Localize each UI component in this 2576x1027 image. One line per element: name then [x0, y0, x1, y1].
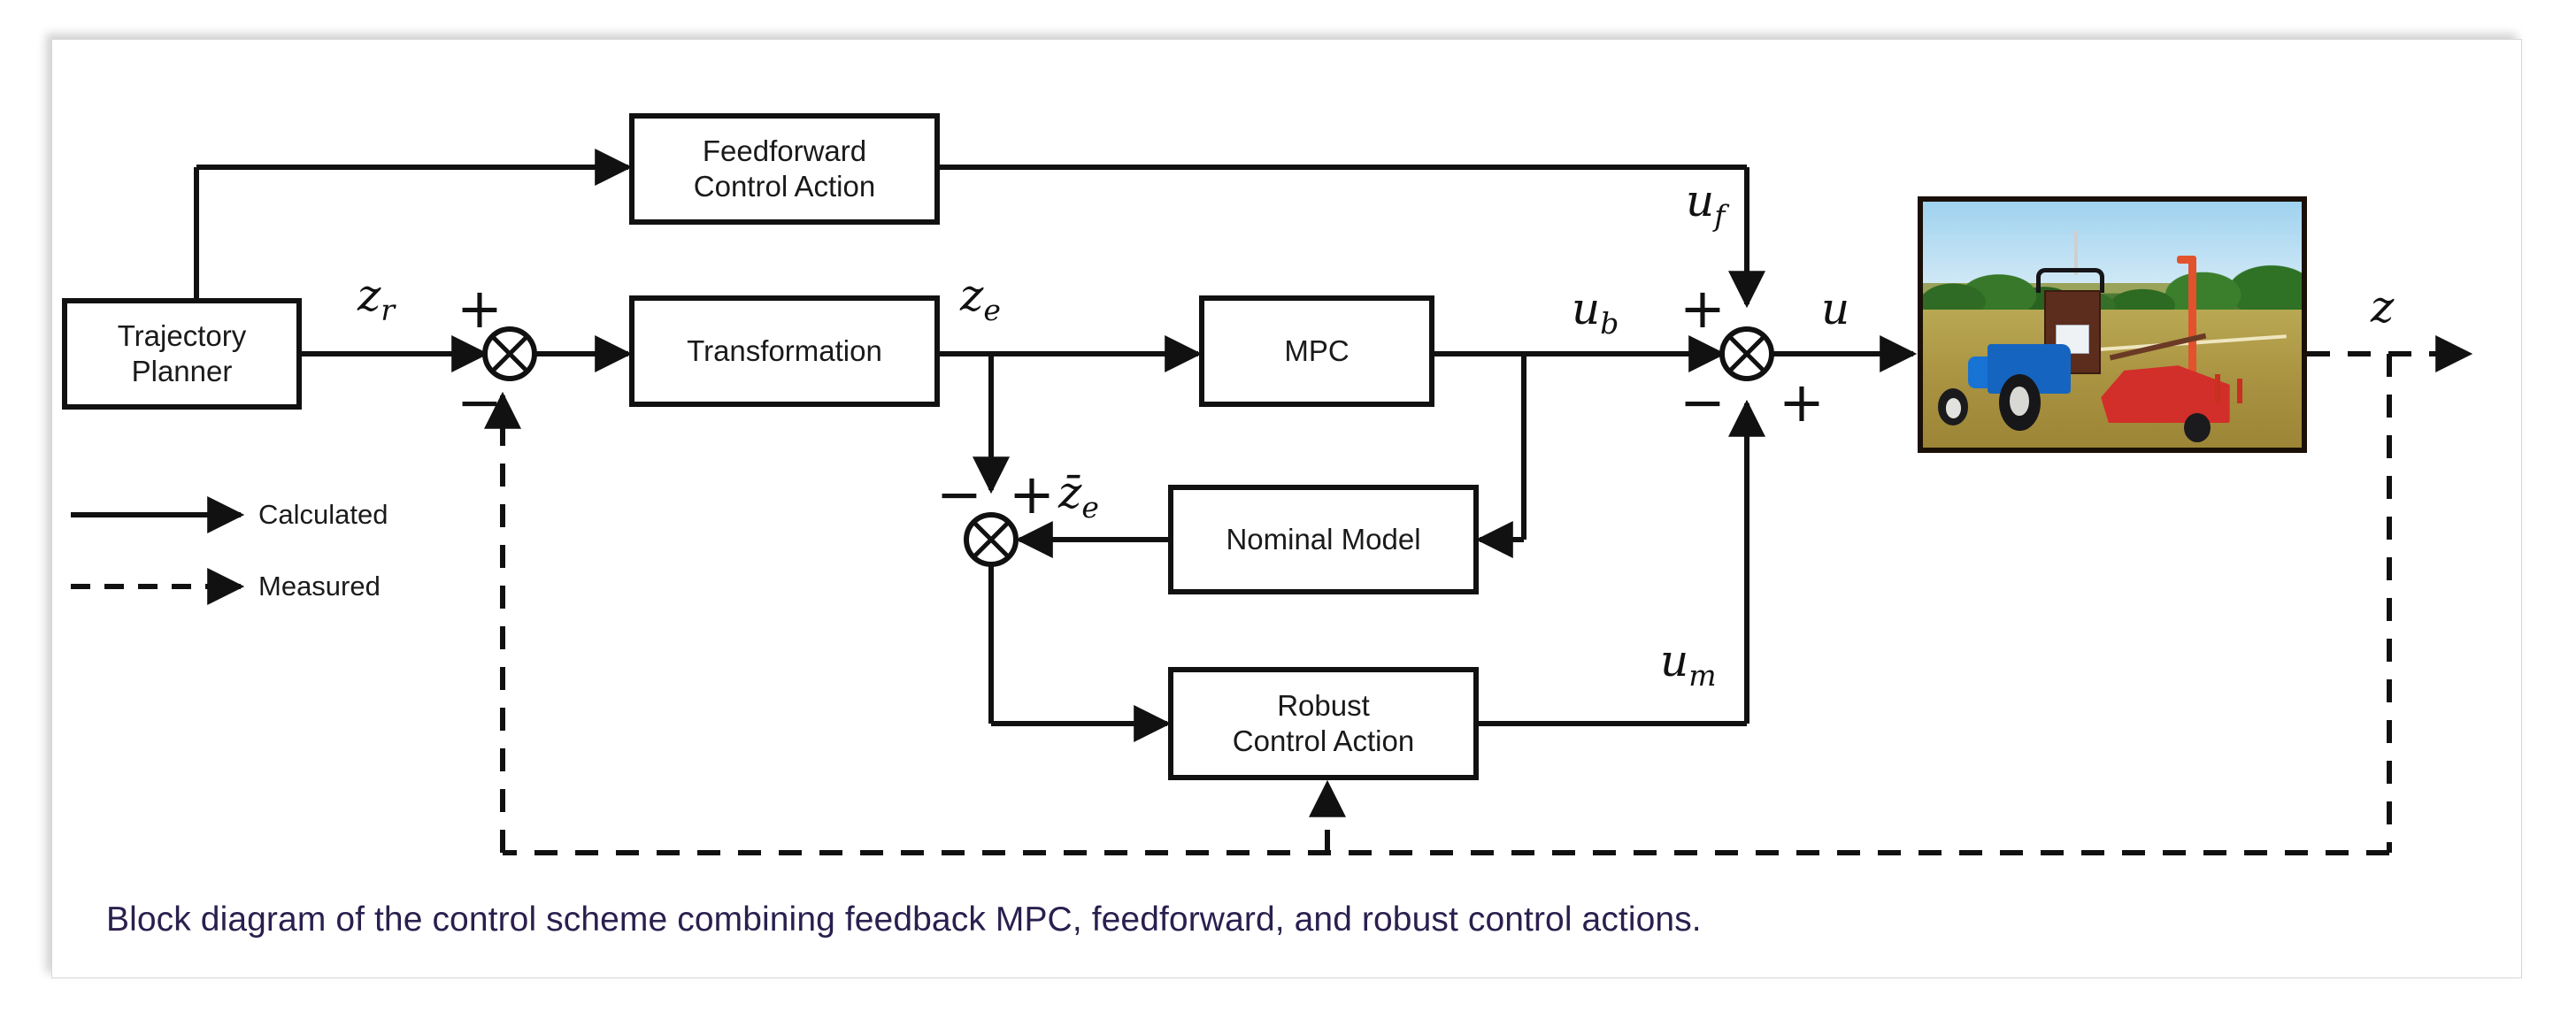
block-transformation[interactable]: [629, 295, 940, 407]
figure-caption: Block diagram of the control scheme comb…: [106, 901, 1702, 939]
block-trajectory-planner[interactable]: [62, 298, 302, 410]
block-mpc[interactable]: [1199, 295, 1434, 407]
photo-implement-tine: [2214, 373, 2220, 403]
photo-rear-hub: [2010, 386, 2029, 416]
photo-antenna: [2074, 231, 2079, 276]
photo-rollbar: [2036, 268, 2105, 293]
photo-implement-tine: [2237, 379, 2243, 403]
photo-mast: [2188, 260, 2196, 399]
vehicle-photo: [1918, 196, 2307, 453]
block-robust-control[interactable]: [1168, 667, 1479, 780]
photo-mast-top: [2176, 256, 2196, 264]
block-nominal-model[interactable]: [1168, 485, 1479, 594]
photo-implement-wheel: [2184, 413, 2211, 443]
block-feedforward-control[interactable]: [629, 113, 940, 225]
photo-front-hub: [1945, 398, 1961, 418]
